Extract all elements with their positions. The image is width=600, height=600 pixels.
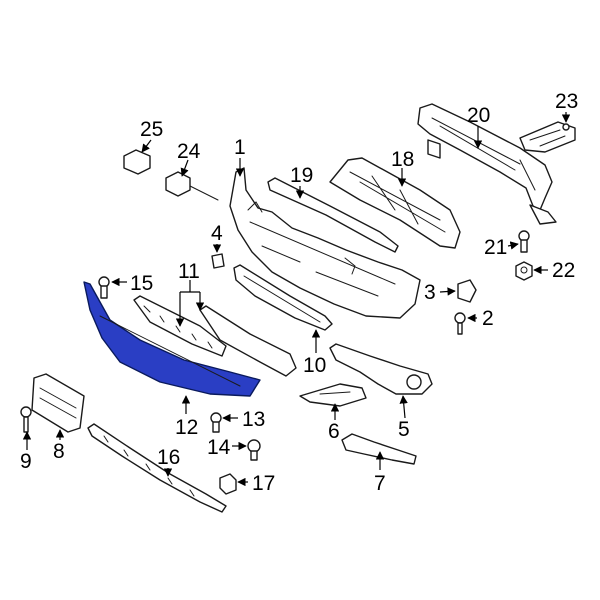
callout-16: 16 [157, 446, 180, 469]
part-16-lower-strip[interactable] [87, 423, 227, 513]
callout-22: 22 [552, 259, 575, 282]
part-15-fastener[interactable] [98, 276, 110, 299]
callout-8: 8 [53, 440, 65, 463]
callout-23: 23 [555, 90, 578, 113]
leader-lines [22, 112, 571, 487]
part-6-lamp-trim[interactable] [299, 383, 367, 407]
part-7-center-bracket[interactable] [341, 433, 417, 465]
part-3-clip[interactable] [457, 279, 477, 303]
part-14-clip[interactable] [247, 439, 261, 461]
callout-19: 19 [290, 164, 313, 187]
part-18-upper-grille[interactable] [329, 157, 461, 249]
callout-6: 6 [328, 420, 340, 443]
part-17-clip[interactable] [219, 473, 237, 495]
callout-9: 9 [20, 450, 32, 473]
part-25-sensor[interactable] [123, 149, 151, 175]
callout-5: 5 [398, 418, 410, 441]
callout-25: 25 [140, 118, 163, 141]
part-9-screw[interactable] [20, 406, 32, 433]
part-8-license-bracket[interactable] [31, 373, 85, 433]
callout-21: 21 [484, 236, 507, 259]
callout-14: 14 [207, 436, 231, 459]
callout-17: 17 [252, 472, 275, 495]
callout-7: 7 [374, 472, 386, 495]
part-23-bracket[interactable] [519, 121, 576, 153]
part-20-reinforcement-bar[interactable] [417, 103, 557, 225]
callout-18: 18 [391, 148, 414, 171]
callout-15: 15 [130, 272, 153, 295]
callout-20: 20 [467, 104, 490, 127]
part-12-lower-spoiler[interactable] [83, 281, 261, 397]
callout-2: 2 [482, 307, 494, 330]
callout-13: 13 [242, 408, 265, 431]
callout-3: 3 [424, 281, 436, 304]
callout-24: 24 [177, 140, 201, 163]
callout-11: 11 [178, 260, 200, 283]
callout-4: 4 [211, 222, 223, 245]
part-2-bolt[interactable] [454, 312, 466, 335]
part-21-bolt[interactable] [518, 230, 530, 253]
part-10-lower-grille[interactable] [233, 264, 333, 331]
part-13-clip[interactable] [210, 412, 222, 433]
part-5-lamp-bracket[interactable] [329, 343, 433, 395]
callout-12: 12 [175, 416, 198, 439]
part-22-nut[interactable] [515, 261, 533, 281]
callout-labels: 1 2 3 4 5 6 7 8 9 10 11 12 13 14 15 16 1… [20, 90, 578, 495]
part-24-sensor-harness[interactable] [165, 171, 219, 201]
callout-1: 1 [234, 136, 246, 159]
part-4-plate[interactable] [211, 253, 225, 269]
callout-10: 10 [303, 354, 326, 377]
part-1-bumper-cover[interactable] [229, 167, 421, 319]
